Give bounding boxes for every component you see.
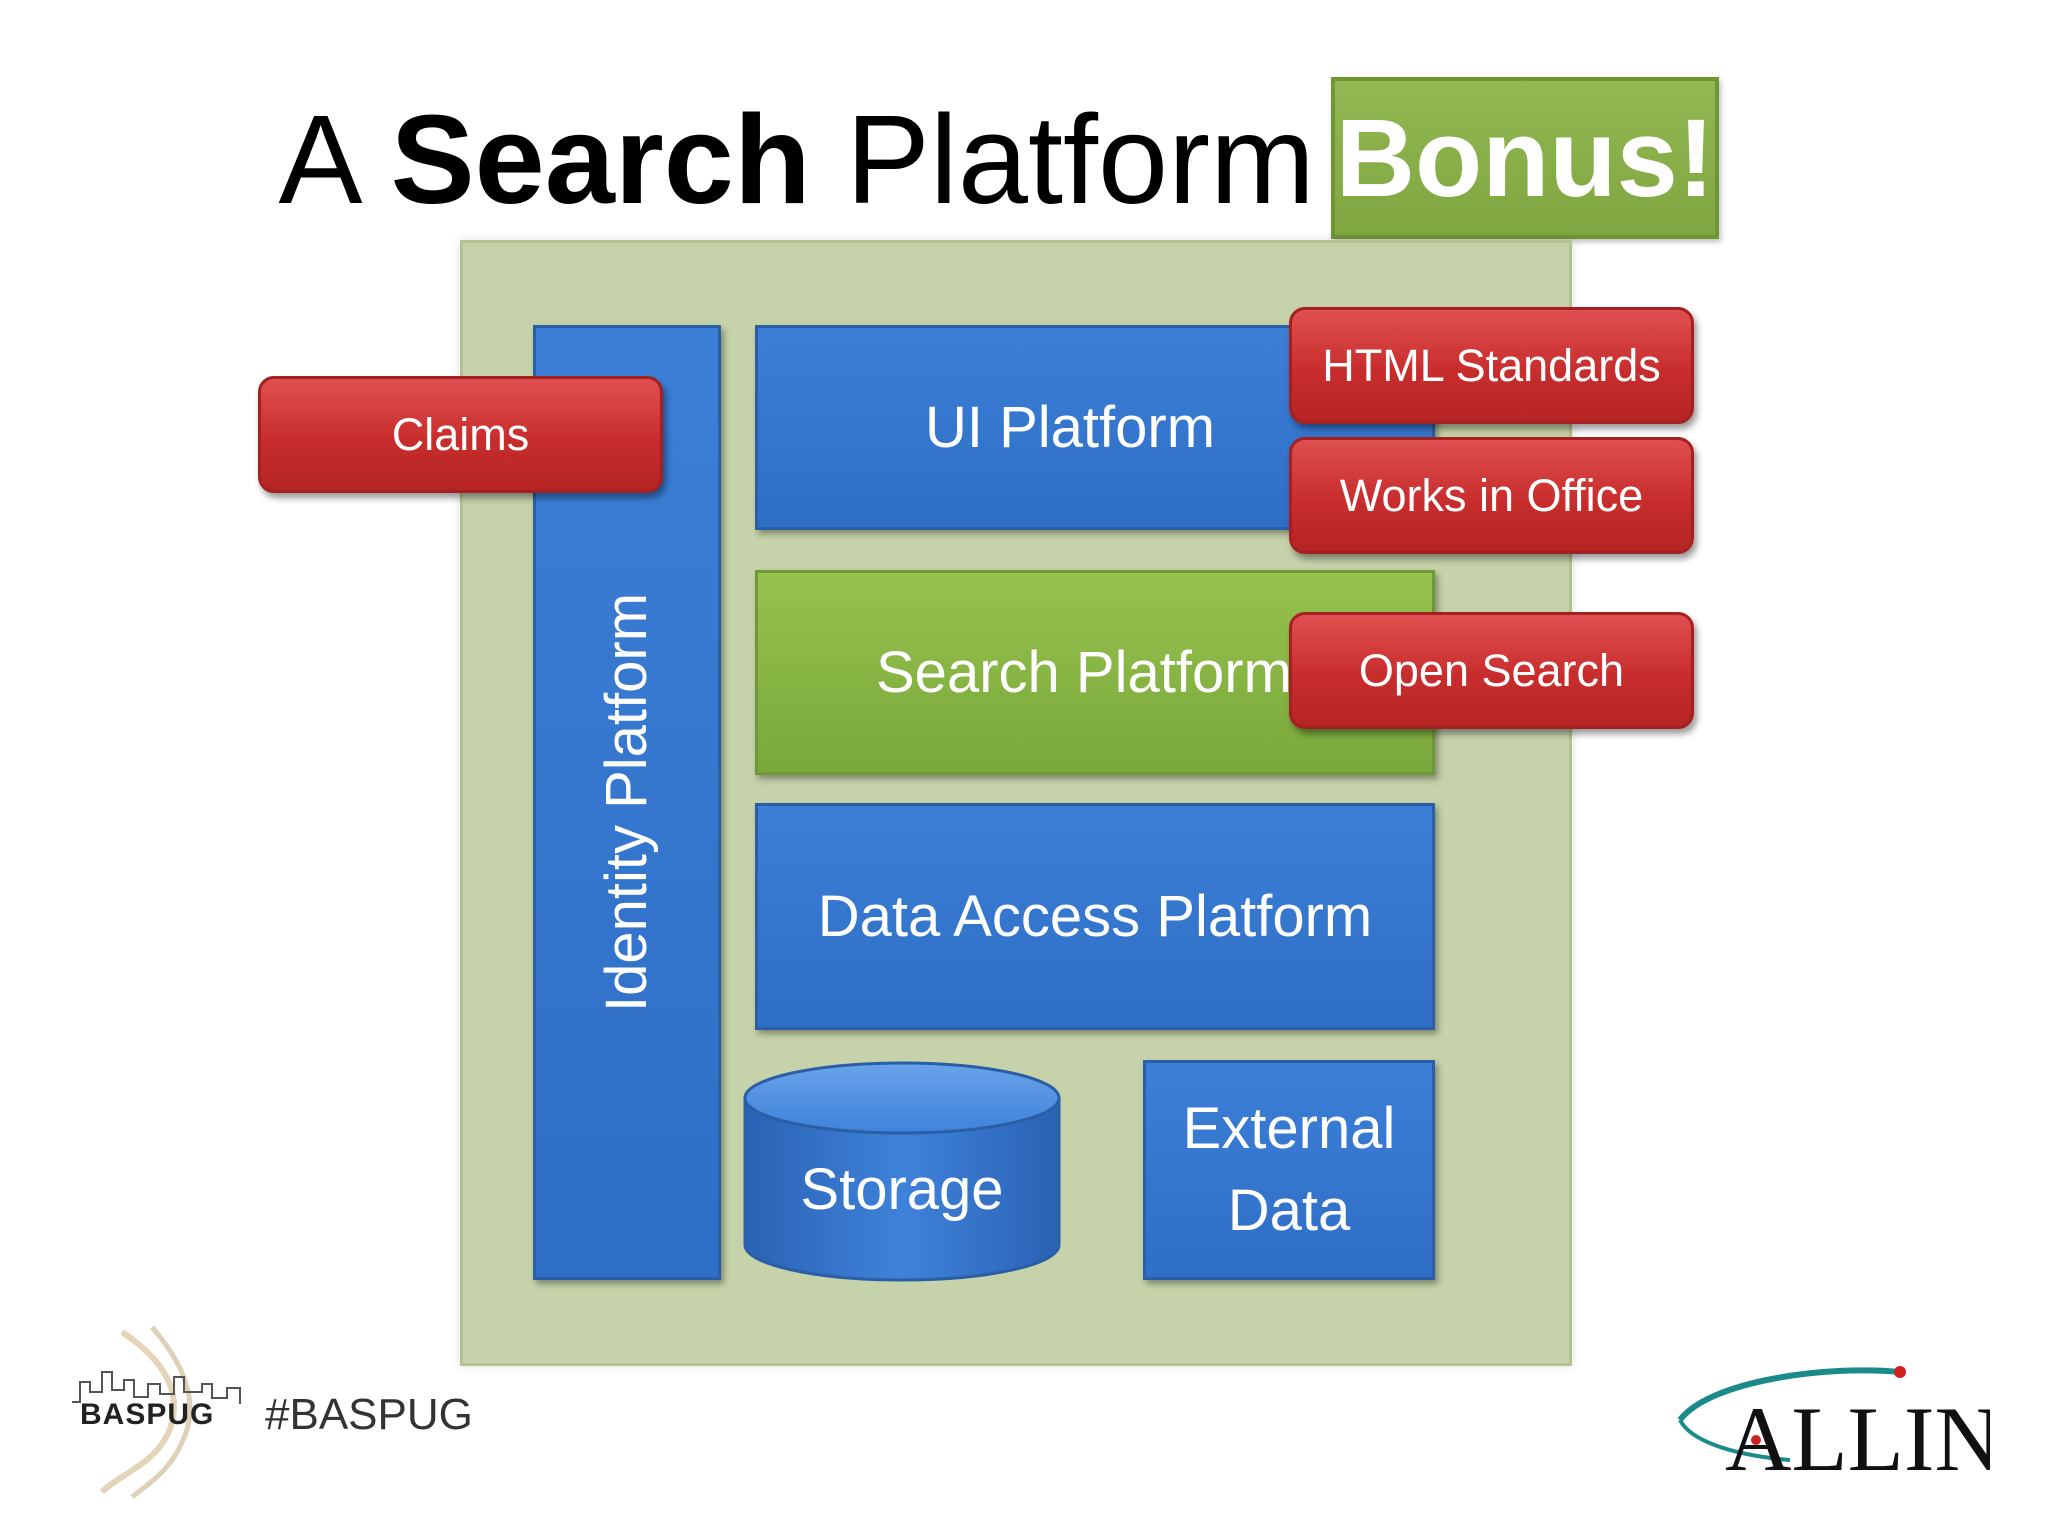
title-bold: Search bbox=[390, 89, 811, 230]
claims-callout: Claims bbox=[258, 376, 663, 493]
hashtag-label: #BASPUG bbox=[265, 1390, 473, 1439]
page-title: A Search Platform bbox=[0, 95, 1315, 225]
title-prefix: A bbox=[278, 89, 356, 230]
allin-logo: ALLIN bbox=[1677, 1366, 1990, 1480]
external-data-line2: Data bbox=[1227, 1178, 1351, 1243]
storage-label: Storage bbox=[800, 1157, 1004, 1222]
search-platform-label: Search Platform bbox=[876, 640, 1292, 705]
bonus-badge: Bonus! bbox=[1331, 77, 1719, 239]
html-standards-callout: HTML Standards bbox=[1289, 307, 1694, 424]
identity-platform-label: Identity Platform bbox=[594, 592, 660, 1013]
baspug-logo-text: BASPUG bbox=[80, 1398, 215, 1431]
baspug-logo bbox=[72, 1325, 241, 1499]
external-data-line1: External bbox=[1182, 1096, 1396, 1161]
external-data-box: External Data bbox=[1143, 1060, 1435, 1280]
search-platform-box: Search Platform bbox=[755, 570, 1435, 775]
ui-platform-label: UI Platform bbox=[924, 395, 1216, 460]
data-access-platform-label: Data Access Platform bbox=[817, 884, 1373, 949]
title-suffix: Platform bbox=[845, 89, 1315, 230]
open-search-callout: Open Search bbox=[1289, 612, 1694, 729]
works-in-office-callout: Works in Office bbox=[1289, 437, 1694, 554]
allin-logo-text: ALLIN bbox=[1725, 1388, 1990, 1480]
storage-cylinder bbox=[743, 1061, 1061, 1282]
data-access-platform-box: Data Access Platform bbox=[755, 803, 1435, 1030]
